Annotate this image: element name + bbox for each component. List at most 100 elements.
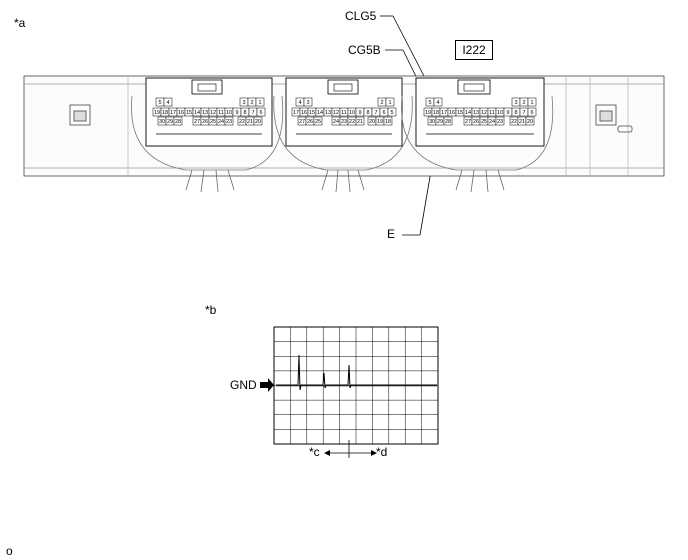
pin-cell	[495, 116, 505, 126]
pin-number: 29	[167, 119, 173, 125]
pin-number: 10	[226, 110, 232, 116]
pin-number: 8	[243, 110, 246, 116]
pin-number: 6	[382, 110, 385, 116]
pin-number: 4	[298, 100, 301, 106]
callout-clg5: CLG5	[345, 9, 377, 23]
pin-number: 19	[377, 119, 383, 125]
pin-number: 15	[457, 110, 463, 116]
pin-number: 23	[497, 119, 503, 125]
pin-number: 1	[530, 100, 533, 106]
pin-number: 5	[390, 110, 393, 116]
pin-number: 24	[489, 119, 495, 125]
pin-number: 27	[194, 119, 200, 125]
pin-number: 24	[333, 119, 339, 125]
pin-number: 12	[210, 110, 216, 116]
pin-number: 26	[202, 119, 208, 125]
pin-number: 19	[425, 110, 431, 116]
pin-number: 30	[429, 119, 435, 125]
pin-cell	[383, 116, 393, 126]
pin-number: 2	[380, 100, 383, 106]
pin-number: 23	[341, 119, 347, 125]
pin-number: 9	[506, 110, 509, 116]
pin-number: 12	[481, 110, 487, 116]
pin-cell	[173, 116, 183, 126]
pin-number: 27	[465, 119, 471, 125]
pin-number: 25	[481, 119, 487, 125]
pin-number: 29	[437, 119, 443, 125]
pin-number: 22	[239, 119, 245, 125]
pin-number: 14	[194, 110, 200, 116]
pin-cell	[433, 97, 443, 107]
pin-number: 26	[473, 119, 479, 125]
pin-number: 6	[530, 110, 533, 116]
pin-number: 3	[514, 100, 517, 106]
label-c: *c	[309, 445, 320, 459]
pin-cell	[527, 97, 537, 107]
pin-number: 9	[358, 110, 361, 116]
pin-number: 15	[309, 110, 315, 116]
pin-cell	[443, 116, 453, 126]
pin-number: 3	[306, 100, 309, 106]
connector-id-box: I222	[455, 40, 493, 60]
pin-number: 14	[465, 110, 471, 116]
pin-number: 15	[186, 110, 192, 116]
pin-number: 2	[250, 100, 253, 106]
pin-cell	[387, 107, 397, 117]
pin-number: 18	[433, 110, 439, 116]
pin-number: 25	[210, 119, 216, 125]
gnd-arrow-icon	[260, 378, 274, 392]
pin-cell	[255, 97, 265, 107]
callout-e: E	[387, 227, 396, 241]
pin-number: 18	[385, 119, 391, 125]
pin-number: 18	[162, 110, 168, 116]
pin-number: 4	[166, 100, 169, 106]
pin-number: 22	[349, 119, 355, 125]
signal-waveform	[276, 354, 437, 391]
pin-number: 30	[159, 119, 165, 125]
gnd-label: GND	[230, 378, 257, 392]
pin-cell	[525, 116, 535, 126]
pin-number: 11	[218, 110, 224, 116]
pin-number: 2	[522, 100, 525, 106]
pin-number: 28	[175, 119, 181, 125]
pin-cell	[253, 116, 263, 126]
pin-number: 11	[489, 110, 495, 116]
pin-number: 21	[519, 119, 525, 125]
pin-cell	[355, 116, 365, 126]
pin-number: 9	[235, 110, 238, 116]
pin-number: 8	[514, 110, 517, 116]
pin-number: 20	[527, 119, 533, 125]
pin-number: 20	[255, 119, 261, 125]
pin-number: 26	[307, 119, 313, 125]
pin-number: 17	[293, 110, 299, 116]
pin-number: 27	[299, 119, 305, 125]
pin-number: 20	[369, 119, 375, 125]
oscilloscope-display	[260, 326, 439, 458]
pin-number: 5	[158, 100, 161, 106]
pin-number: 16	[449, 110, 455, 116]
pin-number: 21	[357, 119, 363, 125]
pin-number: 4	[436, 100, 439, 106]
pin-number: 19	[154, 110, 160, 116]
callout-cg5b: CG5B	[348, 43, 381, 57]
pin-number: 1	[258, 100, 261, 106]
pin-number: 13	[473, 110, 479, 116]
pin-number: 14	[317, 110, 323, 116]
pin-number: 24	[218, 119, 224, 125]
pin-number: 17	[441, 110, 447, 116]
pin-number: 21	[247, 119, 253, 125]
label-o: o	[6, 544, 13, 558]
pin-number: 13	[202, 110, 208, 116]
pin-number: 28	[445, 119, 451, 125]
time-span-arrows	[324, 440, 377, 458]
pin-number: 13	[325, 110, 331, 116]
pin-cell	[313, 116, 323, 126]
pin-number: 23	[226, 119, 232, 125]
pin-cell	[224, 116, 234, 126]
label-b: *b	[205, 303, 217, 317]
